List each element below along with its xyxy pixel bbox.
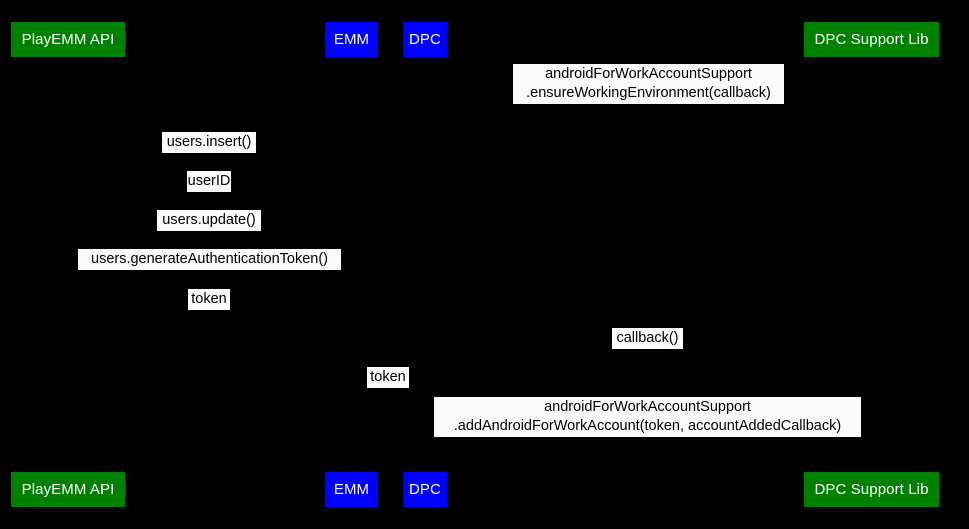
message-label-users-insert: users.insert() xyxy=(162,132,256,153)
participant-label: DPC Support Lib xyxy=(814,481,929,498)
message-label-line: userID xyxy=(187,173,231,189)
message-label-line: users.update() xyxy=(162,212,256,228)
message-label-line: token xyxy=(370,369,406,385)
participant-label: DPC Support Lib xyxy=(814,31,929,48)
message-label-line: users.generateAuthenticationToken() xyxy=(91,251,328,267)
participant-label: DPC xyxy=(409,31,441,48)
message-label-line: token xyxy=(191,291,227,307)
message-label-line: users.insert() xyxy=(166,134,252,150)
participant-top-dpc-support-lib[interactable]: DPC Support Lib xyxy=(804,22,939,57)
message-label-users-generate-authentication-token: users.generateAuthenticationToken() xyxy=(78,249,341,270)
participant-top-emm[interactable]: EMM xyxy=(325,22,378,57)
message-label-line: .addAndroidForWorkAccount(token, account… xyxy=(453,418,842,434)
message-label-add-android-for-work-account: androidForWorkAccountSupport .addAndroidF… xyxy=(434,397,861,437)
participant-label: DPC xyxy=(409,481,441,498)
lifeline-playemm-api xyxy=(68,57,69,472)
participant-top-dpc[interactable]: DPC xyxy=(403,22,447,57)
message-label-user-id: userID xyxy=(187,171,231,192)
participant-bottom-playemm-api[interactable]: PlayEMM API xyxy=(11,472,125,507)
message-label-callback: callback() xyxy=(612,328,683,349)
lifeline-dpc xyxy=(425,57,426,472)
participant-bottom-dpc-support-lib[interactable]: DPC Support Lib xyxy=(804,472,939,507)
message-label-users-update: users.update() xyxy=(157,210,261,231)
message-label-line: androidForWorkAccountSupport xyxy=(545,66,752,82)
participant-bottom-dpc[interactable]: DPC xyxy=(403,472,447,507)
message-label-line: androidForWorkAccountSupport xyxy=(544,399,751,415)
participant-label: PlayEMM API xyxy=(21,481,115,498)
message-label-line: callback() xyxy=(616,330,679,346)
message-label-ensure-working-environment: androidForWorkAccountSupport .ensureWorki… xyxy=(513,64,784,104)
message-label-token-to-dpc: token xyxy=(367,367,409,388)
participant-top-playemm-api[interactable]: PlayEMM API xyxy=(11,22,125,57)
message-label-token-to-emm: token xyxy=(188,289,230,310)
lifeline-dpc-support-lib xyxy=(871,57,872,472)
message-label-line: .ensureWorkingEnvironment(callback) xyxy=(526,85,771,101)
participant-label: EMM xyxy=(333,31,370,48)
participant-bottom-emm[interactable]: EMM xyxy=(325,472,378,507)
participant-label: EMM xyxy=(333,481,370,498)
lifeline-emm xyxy=(351,57,352,472)
participant-label: PlayEMM API xyxy=(21,31,115,48)
